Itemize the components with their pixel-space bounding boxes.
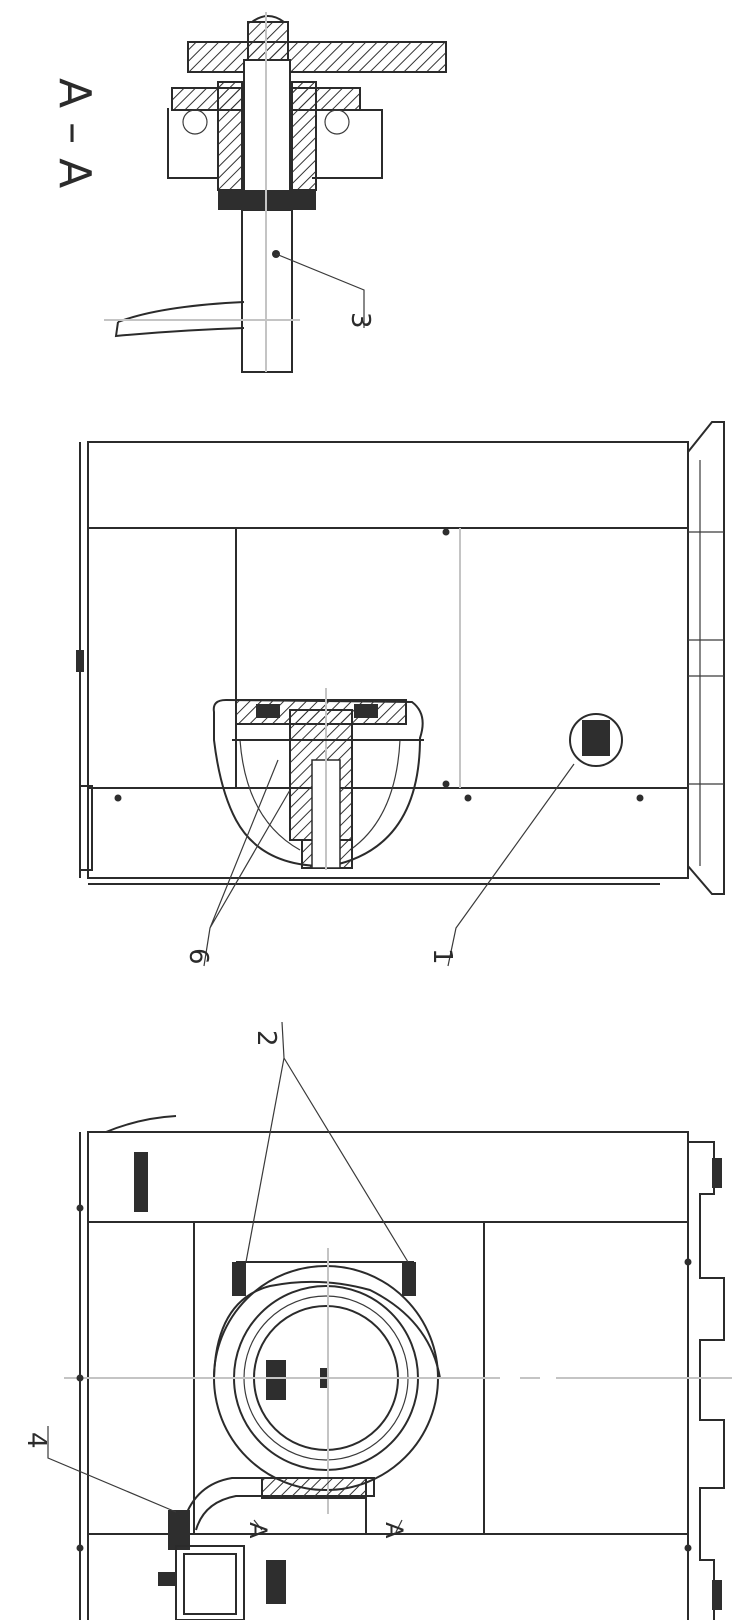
bottom-right-rail	[688, 1141, 725, 1620]
middle-outer-frame	[87, 441, 689, 879]
bottom-outer-frame	[87, 1131, 689, 1620]
section-mark-right: A	[380, 1522, 408, 1539]
section-bushing-left	[217, 81, 243, 191]
drum-handle	[266, 1360, 286, 1400]
callout-4: 4	[21, 1432, 51, 1449]
section-view-a-a: 3 A – A	[49, 12, 447, 373]
section-handle	[114, 301, 245, 338]
middle-fitting	[569, 713, 623, 767]
callout-3: 3	[345, 312, 375, 329]
bottom-control-box	[175, 1545, 245, 1620]
section-top-plate	[187, 41, 447, 73]
section-mark-left: A	[244, 1522, 272, 1539]
section-bushing-right	[291, 81, 317, 191]
section-housing	[167, 108, 383, 179]
callout-1: 1	[427, 948, 457, 965]
callout-6: 6	[183, 948, 213, 965]
bottom-view: A A 2 4	[21, 1021, 732, 1620]
bracket-left	[232, 1262, 246, 1296]
middle-view: 6 1	[76, 421, 725, 967]
middle-right-rail	[687, 421, 725, 895]
bracket-right	[402, 1262, 416, 1296]
callout-2: 2	[251, 1030, 281, 1047]
section-title: A – A	[49, 78, 100, 188]
